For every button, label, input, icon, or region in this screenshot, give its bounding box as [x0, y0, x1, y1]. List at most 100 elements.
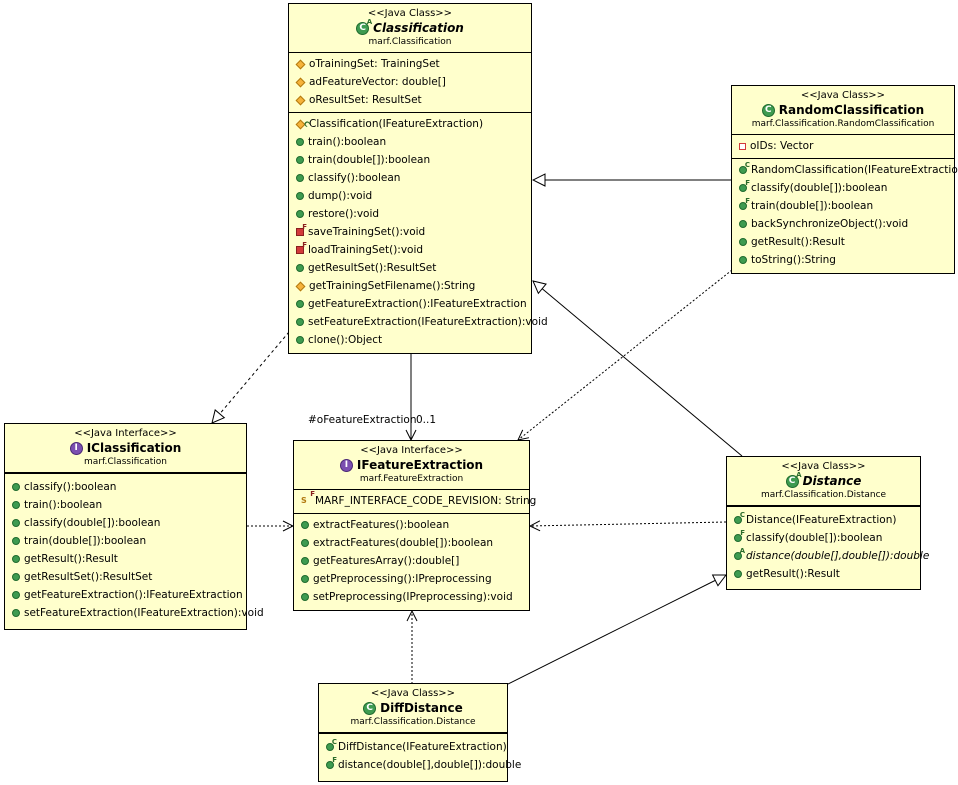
public-method-icon [12, 609, 20, 617]
public-method-icon [12, 591, 20, 599]
method-row: getResultSet():ResultSet [5, 568, 246, 586]
diffdistance-stereotype: <<Java Class>> [370, 688, 456, 699]
method-row: classify():boolean [5, 478, 246, 496]
method-row: classify(double[]):boolean [5, 514, 246, 532]
field-row: oResultSet: ResultSet [289, 91, 531, 109]
public-method-icon [296, 318, 304, 326]
interface-icon: I [69, 441, 83, 455]
distance-package: marf.Classification.Distance [760, 490, 887, 500]
abstract-method-icon: A [734, 548, 745, 560]
constructor-icon: C [739, 162, 750, 174]
public-method-icon [12, 501, 20, 509]
dependency-random-to-ifeatureextraction [518, 269, 733, 440]
iclassification-name: IClassification [86, 441, 182, 455]
public-method-icon [296, 336, 304, 344]
private-final-method-icon: F [296, 224, 307, 236]
method-row: train():boolean [5, 496, 246, 514]
protected-field-icon [295, 95, 306, 105]
association-role-label: #oFeatureExtraction [308, 414, 417, 426]
method-row: setFeatureExtraction(IFeatureExtraction)… [289, 313, 548, 331]
private-field-icon [739, 142, 746, 150]
protected-constructor-icon: C [295, 119, 311, 129]
iclassification-stereotype: <<Java Interface>> [74, 428, 177, 439]
public-method-icon [301, 539, 309, 547]
method-row: extractFeatures(double[]):boolean [294, 534, 529, 552]
ifeatureextraction-methods: extractFeatures():boolean extractFeature… [294, 513, 529, 609]
ifeatureextraction-stereotype: <<Java Interface>> [360, 445, 463, 456]
method-row: getResult():Result [727, 565, 920, 583]
public-method-icon [296, 192, 304, 200]
iclassification-package: marf.Classification [84, 457, 167, 467]
constructor-icon: C [326, 739, 337, 751]
iclassification-methods: classify():boolean train():boolean class… [5, 472, 264, 625]
distance-name: Distance [802, 474, 862, 488]
public-method-icon [296, 210, 304, 218]
generalization-diffdistance-to-distance [507, 575, 726, 685]
protected-field-icon [295, 77, 306, 87]
method-row: restore():void [289, 205, 531, 223]
public-method-icon [12, 519, 20, 527]
public-method-icon [296, 156, 304, 164]
method-row: train(double[]):boolean [5, 532, 246, 550]
interface-icon: I [339, 458, 353, 472]
method-row: getFeatureExtraction():IFeatureExtractio… [5, 586, 246, 604]
random-classification-fields: oIDs: Vector [732, 134, 954, 158]
private-final-method-icon: F [296, 242, 307, 254]
method-row: dump():void [289, 187, 531, 205]
field-row: oTrainingSet: TrainingSet [289, 55, 531, 73]
random-classification-name: RandomClassification [778, 103, 925, 117]
public-method-icon [12, 537, 20, 545]
public-method-icon [301, 593, 309, 601]
method-row: getFeaturesArray():double[] [294, 552, 529, 570]
public-method-icon [301, 521, 309, 529]
distance-stereotype: <<Java Class>> [781, 461, 866, 472]
public-method-icon [739, 256, 747, 264]
public-method-icon [739, 220, 747, 228]
diffdistance-name: DiffDistance [380, 701, 463, 715]
dependency-distance-to-ifeatureextraction [530, 522, 727, 526]
realization-classification-to-iclassification [212, 331, 290, 423]
ifeatureextraction-package: marf.FeatureExtraction [359, 474, 464, 484]
method-row: getTrainingSetFilename():String [289, 277, 531, 295]
public-method-icon [301, 557, 309, 565]
diffdistance-package: marf.Classification.Distance [350, 717, 476, 727]
class-diffdistance[interactable]: <<Java Class>> C DiffDistance marf.Classi… [318, 683, 521, 782]
public-method-icon [734, 570, 742, 578]
public-method-icon [12, 573, 20, 581]
method-row: train(double[]):boolean [289, 151, 531, 169]
method-row: backSynchronizeObject():void [732, 215, 954, 233]
public-method-icon [296, 138, 304, 146]
method-row: extractFeatures():boolean [294, 516, 529, 534]
protected-field-icon [295, 59, 306, 69]
final-method-icon: F [734, 530, 745, 542]
random-classification-package: marf.Classification.RandomClassification [751, 119, 935, 129]
final-method-icon: F [739, 180, 750, 192]
public-method-icon [296, 264, 304, 272]
public-method-icon [296, 300, 304, 308]
classification-stereotype: <<Java Class>> [367, 8, 453, 19]
method-row: getPreprocessing():IPreprocessing [294, 570, 529, 588]
public-method-icon [12, 483, 20, 491]
classification-fields: oTrainingSet: TrainingSet adFeatureVecto… [289, 52, 531, 112]
public-method-icon [296, 174, 304, 182]
